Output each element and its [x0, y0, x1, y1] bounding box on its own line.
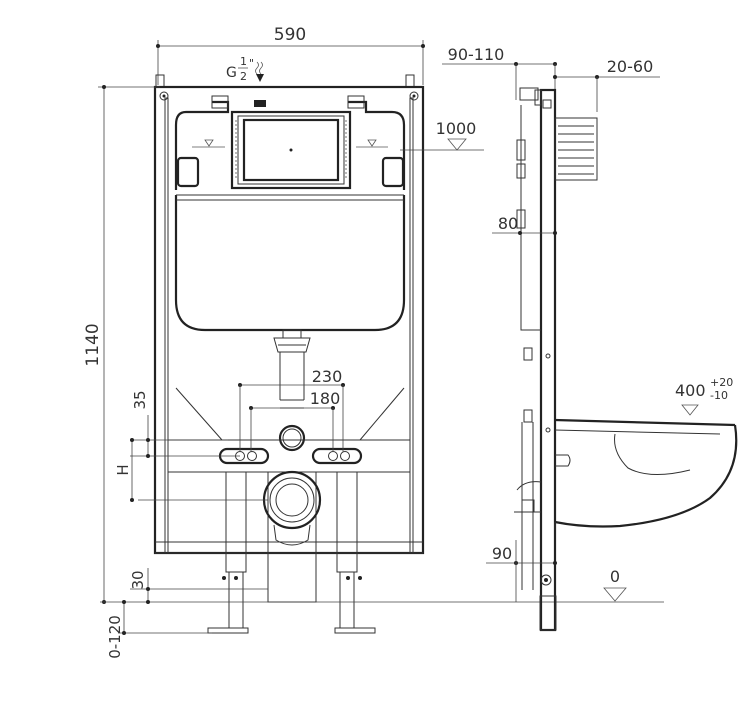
flush-pipe — [273, 329, 311, 452]
drain-side — [514, 347, 571, 590]
overall-height-dimension: 1140 — [83, 85, 160, 604]
bowl-height-dimension: 400 +20 -10 — [675, 376, 733, 416]
water-supply-icon — [255, 61, 263, 75]
bolt-spacing-dimensions: 230 180 — [238, 367, 345, 452]
bottom-offset-dimension: 90 — [486, 540, 557, 602]
frame-width-dimension: 590 — [156, 25, 425, 85]
bowl-height-label: 400 — [675, 381, 706, 400]
toilet-bowl-side — [554, 418, 738, 530]
supply-fraction-num: 1 — [240, 55, 247, 68]
drain-height-label: H — [114, 464, 132, 475]
overall-height-label: 1140 — [83, 323, 103, 366]
frame-top-tab-left — [155, 74, 165, 88]
bowl-height-plus: +20 — [710, 376, 733, 389]
supply-connection-label: G 1 2 " — [226, 55, 264, 83]
button-projection-dimension: 20-60 — [553, 57, 660, 112]
inner-offset-dimension: 80 — [492, 214, 557, 235]
bolt-spacing-outer-label: 230 — [312, 367, 343, 386]
level-marker-icon — [447, 138, 467, 151]
drain-height-dimensions: 35 H — [114, 390, 268, 502]
bolt-spacing-inner-label: 180 — [310, 389, 341, 408]
mounting-frame — [153, 85, 425, 555]
supply-inch-mark: " — [249, 57, 254, 70]
flush-plate-height-dimension: 1000 — [400, 119, 484, 151]
bolt-offset-label: 35 — [131, 390, 149, 409]
leg-height-label: 30 — [129, 570, 147, 589]
flush-plate-opening — [230, 110, 352, 190]
floor-dimensions: 30 0-120 — [100, 568, 664, 659]
flush-button-side — [554, 117, 598, 181]
supply-prefix: G — [226, 65, 237, 81]
depth-range-label: 90-110 — [448, 45, 505, 64]
supply-fraction-den: 2 — [240, 70, 247, 83]
leg-adjustment-label: 0-120 — [106, 615, 124, 659]
level-marker-icon — [681, 404, 699, 416]
frame-width-label: 590 — [274, 25, 306, 45]
cistern-side — [516, 105, 541, 331]
drain-collar — [262, 470, 322, 603]
flush-plate-height-label: 1000 — [436, 119, 477, 138]
frame-top-tab-right — [405, 74, 415, 88]
button-projection-label: 20-60 — [607, 57, 654, 76]
bowl-height-minus: -10 — [710, 389, 728, 402]
side-frame — [519, 87, 557, 632]
front-view: 590 G 1 2 " — [83, 25, 664, 659]
depth-dimension: 90-110 — [442, 45, 557, 100]
floor-level-marker: 0 — [603, 567, 627, 602]
inner-offset-label: 80 — [498, 214, 518, 233]
frame-legs — [207, 471, 376, 634]
level-marker-icon — [603, 587, 627, 602]
supply-arrow-icon — [256, 74, 264, 82]
cistern — [174, 95, 406, 332]
bottom-offset-label: 90 — [492, 544, 512, 563]
floor-level-label: 0 — [610, 567, 620, 586]
side-view: 90-110 20-60 1000 — [400, 45, 738, 632]
